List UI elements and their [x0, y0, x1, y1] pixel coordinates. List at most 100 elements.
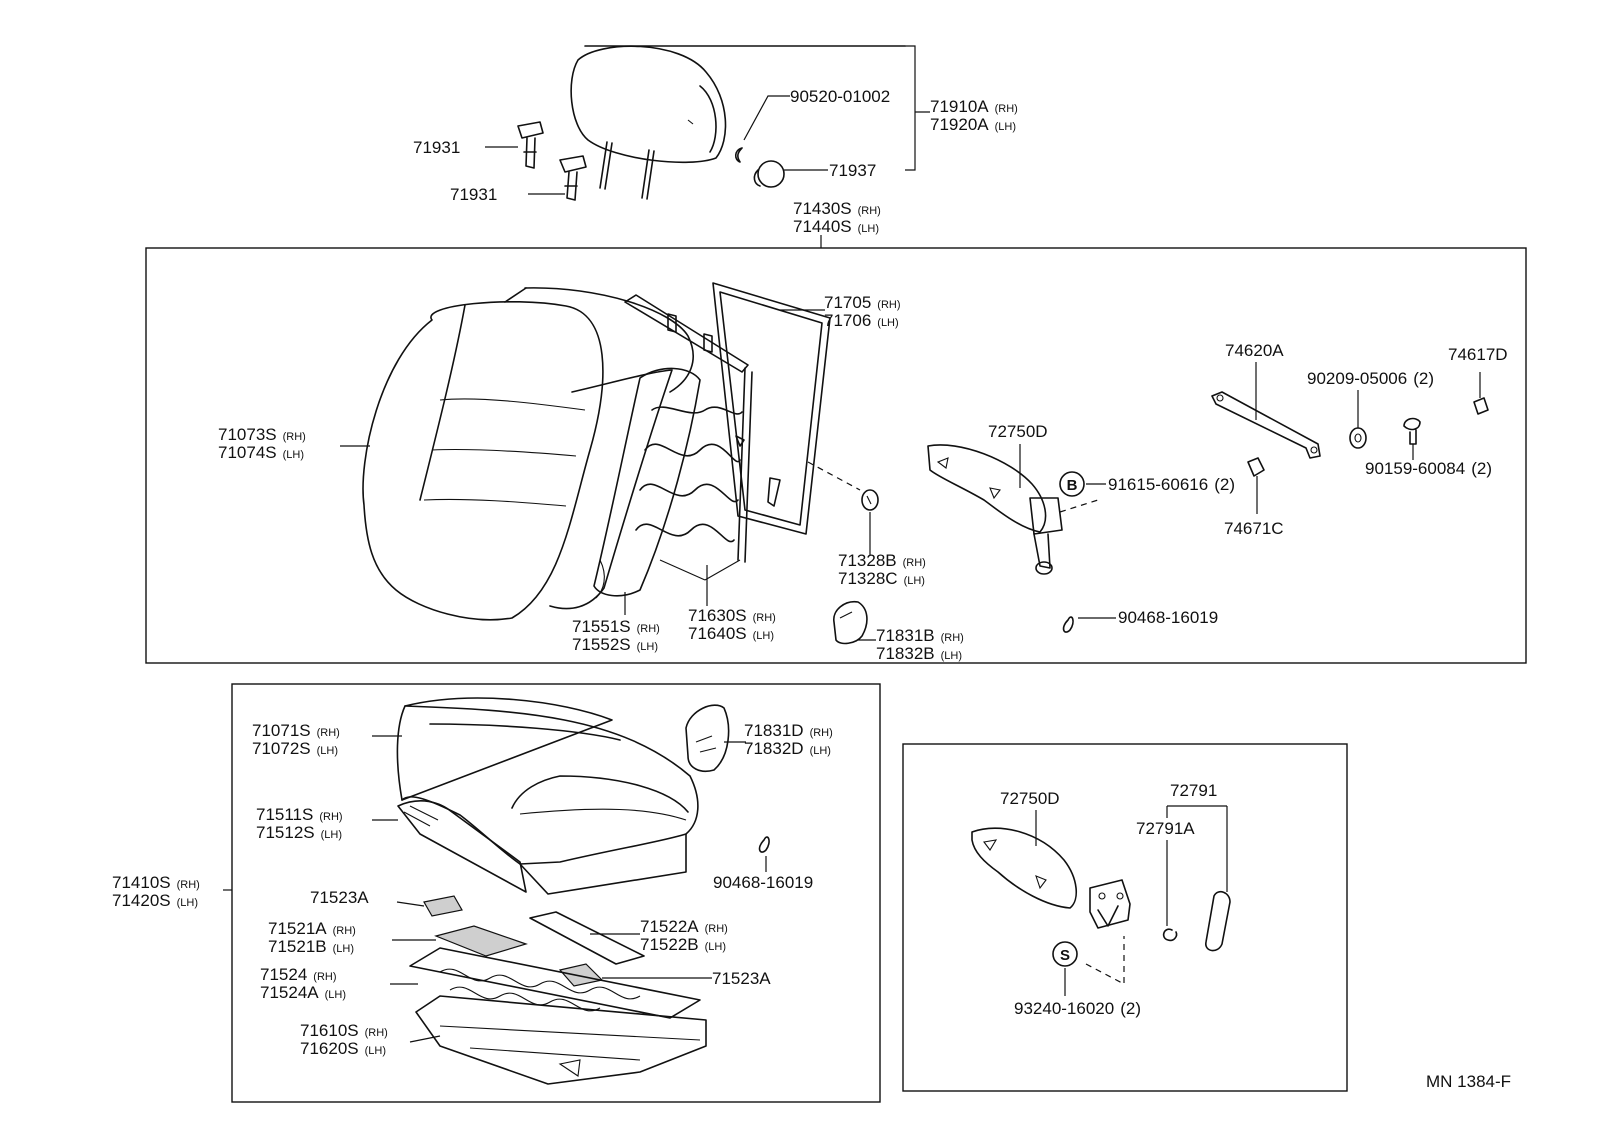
part-number: 90468-16019 [713, 873, 813, 892]
part-suffix: (LH) [810, 745, 831, 757]
pad-71521 [434, 925, 528, 957]
callout-back-pad-line-2: 71552S(LH) [572, 635, 658, 654]
callout-cushion-assy-line-1: 71410S (RH) [112, 873, 200, 892]
callout-pad-71522-line-2: 71522B(LH) [640, 935, 726, 954]
part-number: 71521B [268, 937, 327, 956]
part-number: 71410S [112, 873, 171, 892]
callout-pad-71523A-a-line-1: 71523A [310, 888, 369, 907]
part-suffix: (RH) [283, 431, 306, 443]
part-suffix: (RH) [637, 623, 660, 635]
part-suffix: (LH) [995, 121, 1016, 133]
seatback-group-frame [145, 247, 1527, 664]
callout-cushion-cover-line-1: 71071S(RH) [252, 721, 340, 740]
callout-bolt-s-line-1: 93240-16020 (2) [1014, 999, 1141, 1018]
cushion-spring [409, 947, 701, 1019]
callout-shield-upper-line-1: 71831B (RH) [876, 626, 964, 645]
part-suffix: (LH) [904, 575, 925, 587]
callout-shield-lower-line-1: 71831D(RH) [744, 721, 833, 740]
marker-s-label: S [1060, 947, 1070, 964]
part-number: 71524A [260, 983, 319, 1002]
seatback-frame [624, 294, 753, 581]
hog-ring-a [1062, 616, 1074, 633]
part-number: 71072S [252, 739, 311, 758]
part-number: 71610S [300, 1021, 359, 1040]
headrest [570, 45, 906, 200]
part-suffix: (RH) [753, 612, 776, 624]
callout-cushion-cover-line-2: 71072S (LH) [252, 739, 338, 758]
part-suffix: (RH) [177, 879, 200, 891]
cushion-group-frame [231, 683, 881, 1103]
part-suffix: (LH) [705, 941, 726, 953]
pad-71523A-b [558, 963, 604, 987]
part-suffix: (RH) [858, 205, 881, 217]
leader-clip-90520 [743, 95, 790, 141]
marker-b-circle [1059, 471, 1085, 497]
part-number: 71440S [793, 217, 852, 236]
part-suffix: (RH) [941, 632, 964, 644]
callout-bracket-74620A-line-1: 74620A [1225, 341, 1284, 360]
headrest-support-a [517, 121, 544, 169]
part-number: 71832B [876, 644, 935, 663]
part-number: 71931 [413, 138, 460, 157]
option-knob [1205, 890, 1231, 952]
headrest-clip [734, 147, 743, 163]
part-number: 71328B [838, 551, 897, 570]
leader-pad-71523A-a [396, 901, 425, 907]
headrest-knob [753, 160, 785, 188]
callout-shield-lower-line-2: 71832D(LH) [744, 739, 831, 758]
callout-button-line-2: 71328C(LH) [838, 569, 925, 588]
part-number: 71920A [930, 115, 989, 134]
part-number: 71512S [256, 823, 315, 842]
callout-back-assy-line-2: 71440S(LH) [793, 217, 879, 236]
callout-back-pad-line-1: 71551S(RH) [572, 617, 660, 636]
callout-pad-71522-line-1: 71522A(RH) [640, 917, 728, 936]
part-number: 74617D [1448, 345, 1508, 364]
seatback-pad [593, 367, 701, 597]
part-number: 71831B [876, 626, 935, 645]
part-number: 72791A [1136, 819, 1195, 838]
drawing-code: MN 1384-F [1426, 1072, 1511, 1091]
part-suffix: (LH) [325, 989, 346, 1001]
part-number: 90468-16019 [1118, 608, 1218, 627]
headrest-support-b [559, 155, 587, 201]
part-suffix: (2) [1120, 999, 1141, 1018]
part-suffix: (RH) [903, 557, 926, 569]
part-suffix: (LH) [877, 317, 898, 329]
callout-support-b-line-1: 71931 [450, 185, 497, 204]
marker-b-label: B [1067, 477, 1078, 494]
part-number: 71931 [450, 185, 497, 204]
part-suffix: (LH) [283, 449, 304, 461]
leader-headrest-assy [905, 45, 930, 171]
callout-back-panel-line-1: 71705(RH) [824, 293, 901, 312]
part-number: 72750D [988, 422, 1048, 441]
part-suffix: (2) [1471, 459, 1492, 478]
part-suffix: (RH) [810, 727, 833, 739]
callout-screw-90159-line-1: 90159-60084 (2) [1365, 459, 1492, 478]
part-suffix: (2) [1214, 475, 1235, 494]
cushion-pad [397, 800, 527, 893]
part-number: 71524 [260, 965, 307, 984]
part-number: 93240-16020 [1014, 999, 1114, 1018]
part-suffix: (LH) [317, 745, 338, 757]
part-number: 90520-01002 [790, 87, 890, 106]
part-number: 71706 [824, 311, 871, 330]
callout-cushion-pad-line-2: 71512S(LH) [256, 823, 342, 842]
cap-74617D [1473, 397, 1489, 415]
part-number: 90159-60084 [1365, 459, 1465, 478]
screw-90159 [1403, 417, 1421, 445]
part-suffix: (LH) [177, 897, 198, 909]
part-suffix: (LH) [365, 1045, 386, 1057]
callout-spring-71524-line-1: 71524(RH) [260, 965, 337, 984]
callout-back-cover-line-1: 71073S(RH) [218, 425, 306, 444]
part-suffix: (RH) [705, 923, 728, 935]
callout-washer-90209-line-1: 90209-05006(2) [1307, 369, 1434, 388]
part-number: 71523A [310, 888, 369, 907]
callout-clip-74671C-line-1: 74671C [1224, 519, 1284, 538]
callout-button-line-1: 71328B (RH) [838, 551, 926, 570]
callout-spring-71524-line-2: 71524A (LH) [260, 983, 346, 1002]
part-suffix: (RH) [365, 1027, 388, 1039]
callout-cushion-pad-line-1: 71511S(RH) [256, 805, 343, 824]
recliner-a [927, 444, 1099, 575]
callout-headrest-assy-line-2: 71920A (LH) [930, 115, 1016, 134]
